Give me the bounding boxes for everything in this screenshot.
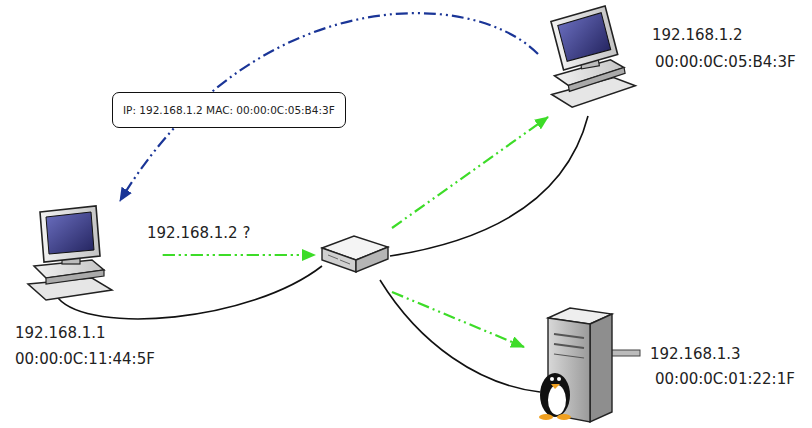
computer-icon <box>538 3 637 110</box>
network-host: 192.168.1.3 00:00:0C:01:22:1F <box>522 305 801 425</box>
arrowhead <box>302 249 316 261</box>
ip-address: 192.168.1.2 <box>652 26 743 44</box>
ip-address: 192.168.1.1 <box>15 324 106 342</box>
arp-message-arrow <box>163 255 524 347</box>
arp-reply-callout: IP: 192.168.1.2 MAC: 00:00:0C:05:B4:3F <box>112 92 346 128</box>
network-host: 192.168.1.2 00:00:0C:05:B4:3F <box>538 4 802 116</box>
mac-address: 00:00:0C:11:44:5F <box>15 350 155 368</box>
network-host: 192.168.1.1 00:00:0C:11:44:5F <box>10 203 161 373</box>
arp-request-label: 192.168.1.2 ? <box>145 224 252 242</box>
cable <box>390 116 588 256</box>
switch-icon <box>322 236 388 272</box>
computer-icon <box>28 206 112 300</box>
ip-address: 192.168.1.3 <box>650 345 741 363</box>
mac-address: 00:00:0C:05:B4:3F <box>655 53 796 71</box>
cable <box>380 280 540 392</box>
mac-address: 00:00:0C:01:22:1F <box>655 370 795 388</box>
server-icon <box>539 308 640 422</box>
